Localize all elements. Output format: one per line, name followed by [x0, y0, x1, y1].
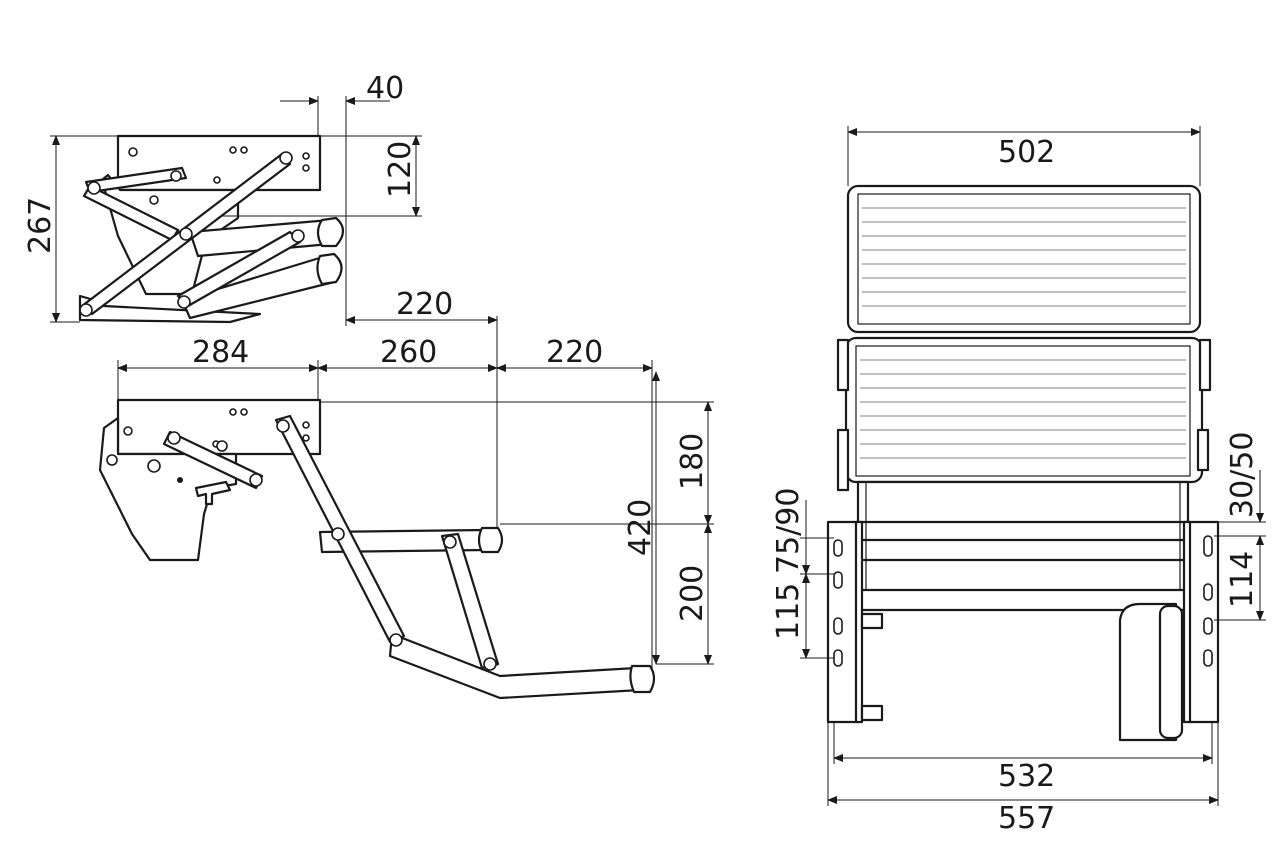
upper-tread-slats — [862, 207, 1186, 307]
dim-left-slots-a: 115 — [771, 583, 806, 640]
lower-tread-slats — [860, 359, 1186, 459]
dim-left-slots-b: 75/90 — [771, 488, 806, 574]
dim-base-depth: 284 — [192, 335, 249, 370]
dim-inner-width: 532 — [998, 759, 1055, 794]
front-view — [826, 184, 1220, 742]
extended-step-side-view — [98, 398, 656, 700]
dim-top-height: 120 — [383, 141, 418, 198]
extended-dimension-lines — [117, 360, 714, 668]
front-dimension-lines — [800, 126, 1266, 806]
dim-overall-width: 557 — [998, 801, 1055, 836]
dim-outer-reach: 220 — [546, 335, 603, 370]
dim-total-rise: 420 — [623, 499, 658, 556]
dim-top-total-height: 267 — [23, 197, 58, 254]
folded-step-side-view — [78, 134, 345, 324]
dim-top-reach: 220 — [396, 287, 453, 322]
dimension-labels: 40 120 267 220 284 260 220 180 420 200 5… — [23, 71, 1260, 836]
dim-bracket-slots: 30/50 — [1225, 432, 1260, 518]
dim-mid-reach: 260 — [380, 335, 437, 370]
dim-upper-step-rise: 180 — [675, 433, 710, 490]
dim-tread-width: 502 — [998, 135, 1055, 170]
dim-slot-spacing: 114 — [1225, 551, 1260, 608]
dim-lower-step-rise: 200 — [675, 565, 710, 622]
folded-dimension-lines — [50, 96, 498, 530]
dim-top-width: 40 — [366, 71, 404, 106]
